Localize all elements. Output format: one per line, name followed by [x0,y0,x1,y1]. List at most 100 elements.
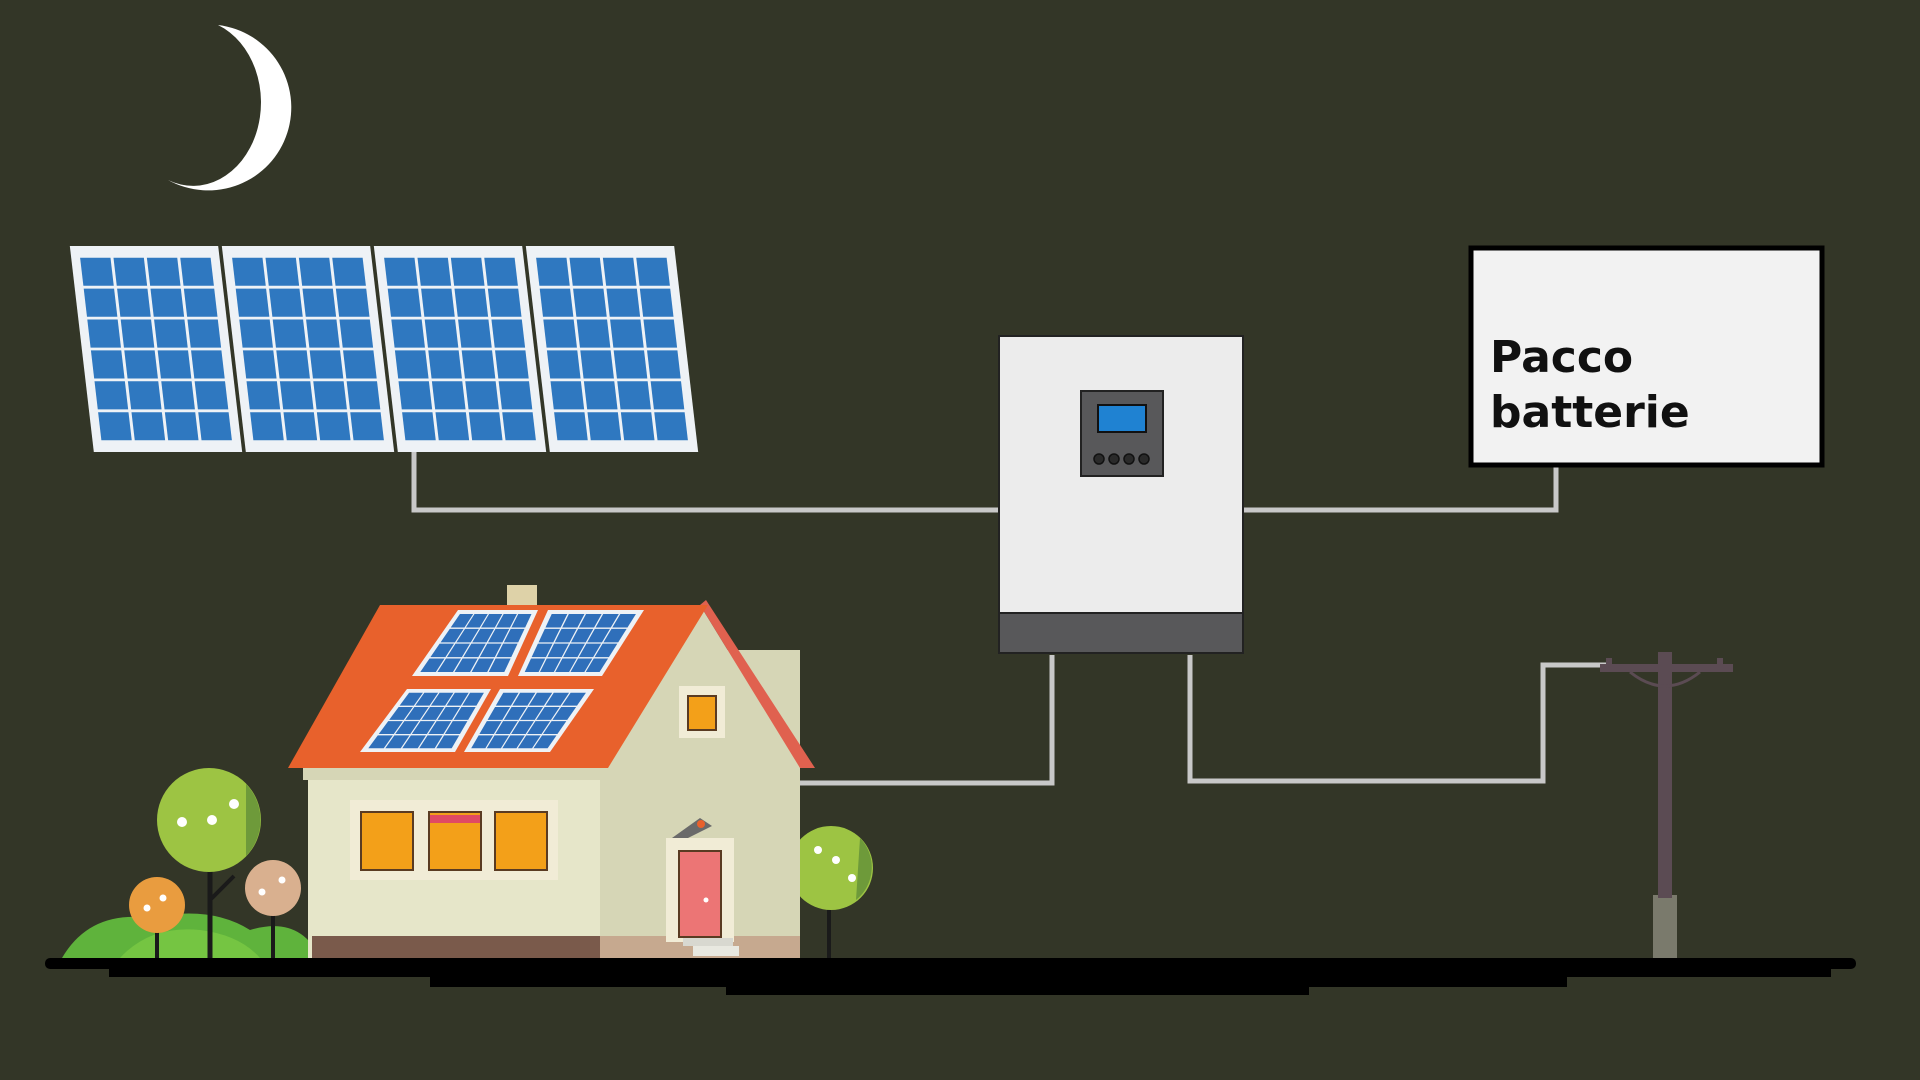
solar-cell [436,735,460,749]
solar-cell [437,658,462,673]
solar-cell [576,319,611,348]
solar-cell [239,319,273,348]
solar-cell [250,412,284,441]
solar-cell [456,628,479,643]
tree-icon [789,826,873,958]
solar-cell [495,692,519,706]
solar-cell [486,735,509,749]
solar-cell [428,721,452,735]
solar-cell [283,412,318,441]
solar-cell [246,381,281,410]
solar-cell [405,706,429,720]
solar-cell [488,658,511,673]
solar-cell [463,643,486,658]
solar-cell [94,381,129,410]
solar-cell [636,257,670,286]
wire-inverter-to-house [800,655,1055,786]
solar-cell [602,257,637,286]
solar-cell [127,381,162,410]
solar-cell [83,288,118,317]
wires [411,452,1608,786]
inverter-control-panel [1080,390,1164,477]
inverter-base [998,612,1244,654]
solar-cell [613,350,648,379]
solar-cell [545,692,570,706]
solar-cell [232,257,266,286]
solar-cell [332,257,366,286]
solar-cell [180,257,214,286]
solar-cell [495,350,529,379]
solar-cell [578,643,602,658]
battery-pack-label-line1: Pacco [1490,332,1634,383]
solar-cell [491,319,526,348]
solar-cell [488,628,510,643]
solar-cell [647,350,681,379]
solar-cell [511,721,534,735]
solar-cell [531,643,553,658]
solar-cell [561,692,586,706]
solar-cell [421,288,455,317]
solar-cell [554,412,588,441]
solar-cell [465,381,499,410]
solar-cell [654,412,688,441]
solar-cell [391,319,425,348]
solar-cell [552,706,577,720]
ground [45,958,1856,995]
solar-cell [612,613,636,628]
utility-pole-icon [1600,652,1733,958]
solar-cell [440,628,464,643]
solar-cell [446,692,469,706]
solar-cell [415,692,439,706]
solar-cell [157,350,192,379]
solar-cell [378,721,403,735]
solar-cell [461,350,496,379]
solar-cell [550,381,585,410]
solar-cell [146,257,181,286]
solar-cell [402,735,427,749]
solar-cell [578,613,602,628]
solar-cell [399,692,423,706]
solar-cell [471,658,495,673]
solar-cell [430,643,455,658]
solar-cell [524,658,546,673]
solar-cell [164,412,199,441]
solar-cell [343,350,377,379]
solar-cell [131,412,166,441]
solar-cell [120,319,155,348]
solar-cell [316,412,351,441]
solar-cell [539,658,561,673]
wire-inverter-to-battery [1244,466,1559,513]
battery-pack-label-line2: batterie [1490,387,1690,438]
solar-cell [113,257,148,286]
solar-cell [536,257,570,286]
solar-cell [421,706,445,720]
solar-cell [639,288,674,317]
solar-cell [583,381,618,410]
solar-cell [606,288,641,317]
solar-cell [161,381,195,410]
solar-cell [650,381,685,410]
solar-cell [528,692,553,706]
solar-cell [546,350,581,379]
solar-cell [313,381,347,410]
solar-cell [117,288,151,317]
solar-cell [580,350,614,379]
inverter-buttons [1093,453,1150,465]
hybrid-inverter-icon [998,335,1244,654]
solar-cell [446,643,470,658]
solar-cell [453,706,476,720]
solar-cell [545,613,568,628]
solar-cell [385,735,410,749]
solar-cell [484,257,518,286]
solar-cell [269,288,303,317]
solar-cell [481,613,503,628]
solar-cell [191,350,225,379]
solar-cell [538,628,560,643]
solar-cell [542,721,567,735]
solar-cell [194,381,229,410]
solar-cell [454,658,478,673]
solar-cell [563,643,585,658]
solar-cell [98,412,132,441]
solar-cell [595,613,619,628]
